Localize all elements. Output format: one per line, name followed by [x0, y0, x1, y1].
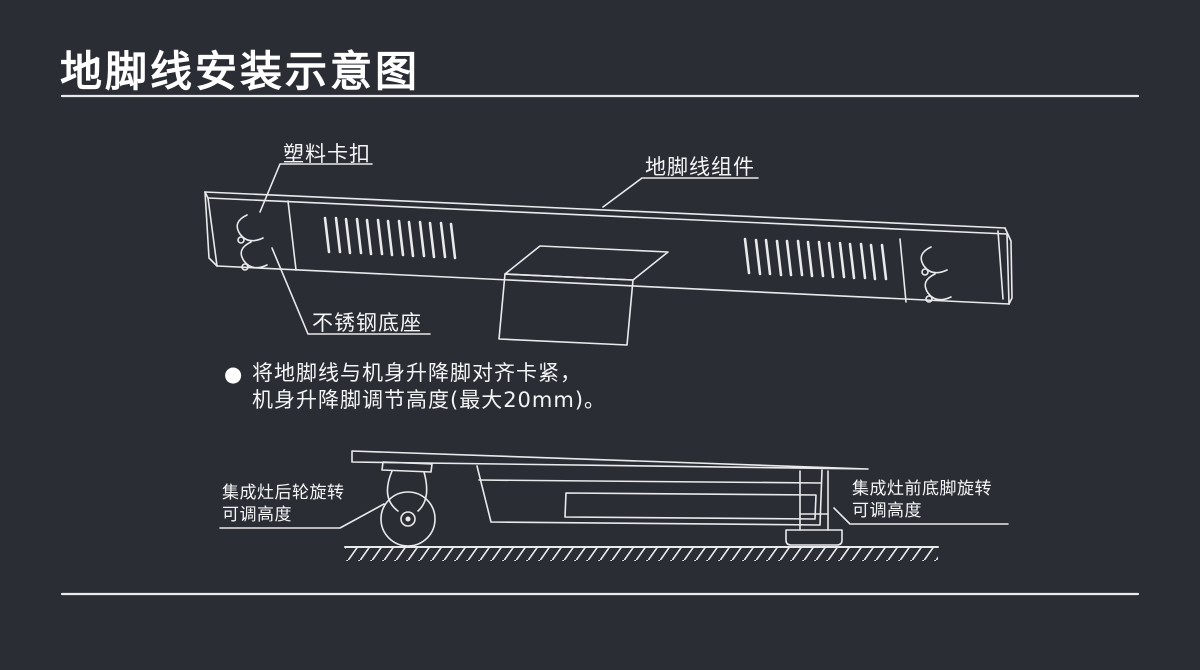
label-rear-wheel-line1: 集成灶后轮旋转 — [222, 483, 345, 503]
front-adjustable-foot — [785, 470, 843, 546]
right-clip-detail — [920, 246, 952, 303]
center-box-detail — [498, 245, 669, 346]
leader-lines-bottom — [219, 503, 1009, 529]
label-plastic-clip: 塑料卡扣 — [283, 142, 371, 166]
label-front-foot-line2: 可调高度 — [852, 501, 922, 521]
label-front-foot: 集成灶前底脚旋转 可调高度 — [852, 478, 992, 522]
instruction-bullet-icon: ● — [224, 362, 243, 386]
rear-caster-wheel — [380, 461, 436, 547]
baseboard-assembly-drawing — [204, 191, 1013, 346]
stove-side-view-drawing — [344, 450, 939, 561]
instruction-line-1: 将地脚线与机身升降脚对齐卡紧， — [252, 361, 582, 385]
label-rear-wheel-line2: 可调高度 — [222, 505, 292, 525]
label-front-foot-line1: 集成灶前底脚旋转 — [852, 479, 992, 499]
instruction-line-2: 机身升降脚调节高度(最大20mm)。 — [252, 388, 607, 412]
instruction-text: 将地脚线与机身升降脚对齐卡紧， 机身升降脚调节高度(最大20mm)。 — [252, 360, 606, 414]
leader-lines-top — [259, 163, 759, 335]
vent-slots-left — [323, 216, 457, 260]
label-stainless-base: 不锈钢底座 — [312, 311, 422, 335]
left-clip-detail — [236, 214, 268, 271]
ground-hatching — [344, 546, 939, 561]
vent-slots-right — [743, 237, 888, 281]
label-rear-wheel: 集成灶后轮旋转 可调高度 — [222, 482, 345, 526]
label-baseboard-assembly: 地脚线组件 — [645, 155, 755, 179]
page-title: 地脚线安装示意图 — [60, 47, 421, 96]
